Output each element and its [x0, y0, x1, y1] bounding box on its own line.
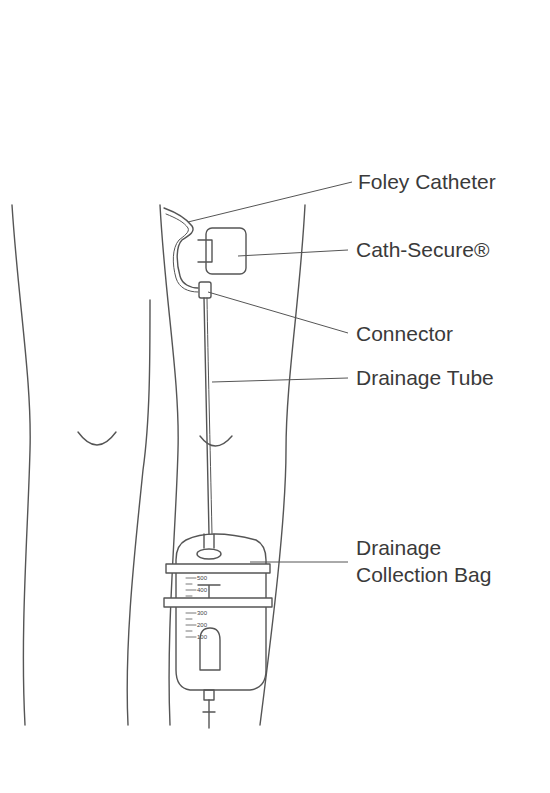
left-leg-inner-outline — [127, 300, 150, 725]
bag-valve — [198, 585, 220, 598]
scale-number: 100 — [197, 634, 207, 640]
leg-strap — [164, 598, 272, 607]
leg-strap — [166, 564, 270, 573]
drain-outlet — [203, 700, 215, 728]
foley-catheter-tube — [166, 214, 198, 292]
leader-line — [250, 562, 348, 563]
bag-inlet — [204, 534, 214, 548]
foley-catheter-tube — [164, 208, 198, 288]
part-label: Cath-Secure® — [356, 236, 536, 263]
leader-line — [188, 182, 352, 222]
part-label: Drainage Collection Bag — [356, 534, 516, 589]
leader-line — [208, 292, 348, 333]
connector — [199, 282, 211, 298]
left-leg-outline — [12, 205, 30, 725]
part-label: Connector — [356, 320, 536, 347]
part-label: Drainage Tube — [356, 364, 536, 391]
right-leg-outer-outline — [260, 205, 305, 725]
leader-line — [238, 250, 348, 256]
drain-outlet — [204, 690, 214, 700]
collection-bag — [176, 534, 266, 690]
scale-ticks — [186, 578, 196, 637]
scale-number: 400 — [197, 587, 207, 593]
bag-inlet — [197, 549, 221, 559]
part-label: Foley Catheter — [358, 168, 538, 195]
scale-number: 300 — [197, 610, 207, 616]
scale-number: 200 — [197, 622, 207, 628]
drainage-tube — [207, 298, 212, 534]
scale-number: 500 — [197, 575, 207, 581]
leader-line — [212, 378, 348, 382]
left-knee — [78, 432, 116, 445]
cath-secure-clip — [198, 240, 212, 262]
right-knee — [200, 436, 232, 446]
